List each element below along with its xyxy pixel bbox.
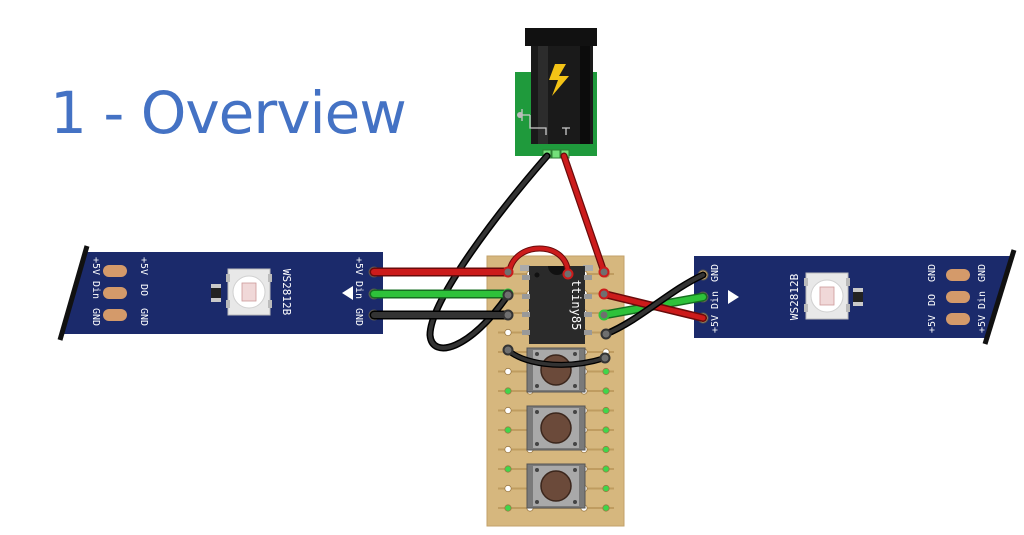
data-direction-arrow-left — [342, 286, 353, 300]
wire-black-button-loop — [505, 347, 608, 368]
wire-endpoint — [502, 344, 514, 356]
pin-labels-end-right: +5V Din GND — [977, 264, 988, 333]
chip-label-right: WS2812B — [788, 273, 801, 320]
smd-resistor — [853, 288, 863, 306]
wire-endpoint — [502, 309, 514, 321]
perfboard-hole — [602, 426, 610, 434]
wire-red-jumper — [506, 245, 571, 277]
led-strip-right: +5V Din GND WS2812B +5V DO GND — [694, 249, 1017, 345]
wire-endpoint — [598, 288, 610, 300]
pin-labels-in-right: +5V Din GND — [710, 264, 721, 333]
led-strip-left: +5V Din GND +5V DO GND WS2812B — [57, 245, 383, 341]
tactile-button — [526, 347, 586, 393]
attiny-microcontroller: ttiny85 — [520, 265, 593, 344]
wire-black-right-gnd — [602, 271, 707, 338]
strip-cut-edge — [57, 245, 90, 341]
lightning-bolt-icon — [549, 64, 569, 96]
wire-red-power — [560, 152, 608, 276]
ic-label: ttiny85 — [569, 280, 583, 331]
strip-cut-edge — [982, 249, 1017, 345]
wire-endpoint — [562, 268, 574, 280]
perfboard-hole — [504, 387, 512, 395]
perfboard-hole — [602, 504, 610, 512]
perfboard-hole — [504, 426, 512, 434]
perfboard-hole — [602, 406, 610, 415]
wire-black-ground-loop — [426, 152, 551, 352]
tactile-button — [526, 463, 586, 509]
perfboard-hole — [602, 367, 610, 376]
wire-endpoint — [598, 309, 610, 321]
perfboard-hole — [504, 445, 512, 454]
solder-pads-right — [946, 269, 970, 325]
strip-pcb — [694, 256, 1011, 338]
wire-endpoint — [600, 328, 612, 340]
chip-label-left: WS2812B — [280, 269, 293, 316]
solder-pads-left — [103, 265, 127, 321]
perfboard-hole — [602, 387, 610, 395]
push-buttons — [526, 347, 586, 509]
perfboard-hole — [602, 445, 610, 454]
perfboard-hole — [504, 367, 512, 376]
wire-endpoint — [599, 352, 611, 364]
wire-endpoint — [502, 289, 514, 301]
wire-endpoint — [502, 266, 514, 278]
perfboard-hole — [504, 504, 512, 512]
data-direction-arrow-right — [728, 290, 739, 304]
perfboard-hole — [504, 465, 512, 473]
led-chip-left — [226, 268, 272, 316]
dc-power-jack — [515, 28, 597, 159]
strip-pcb — [63, 252, 383, 334]
wires — [369, 152, 708, 368]
perfboard-hole — [504, 406, 512, 415]
tactile-button — [526, 405, 586, 451]
wire-endpoint — [598, 266, 610, 278]
perfboard-hole — [602, 465, 610, 473]
perfboard-hole — [504, 328, 512, 337]
smd-resistor — [211, 284, 221, 302]
pin-labels-end-left: +5V Din GND — [353, 257, 364, 326]
pin-labels-out-left: +5V DO GND — [138, 257, 149, 326]
led-chip-right — [804, 272, 850, 320]
pin-labels-out-right: +5V DO GND — [927, 264, 938, 333]
pin-labels-in-left: +5V Din GND — [90, 257, 101, 326]
slide-title: 1 - Overview — [50, 79, 407, 147]
perfboard-hole — [602, 484, 610, 493]
perfboard-hole — [504, 484, 512, 493]
ic-body — [529, 266, 585, 344]
